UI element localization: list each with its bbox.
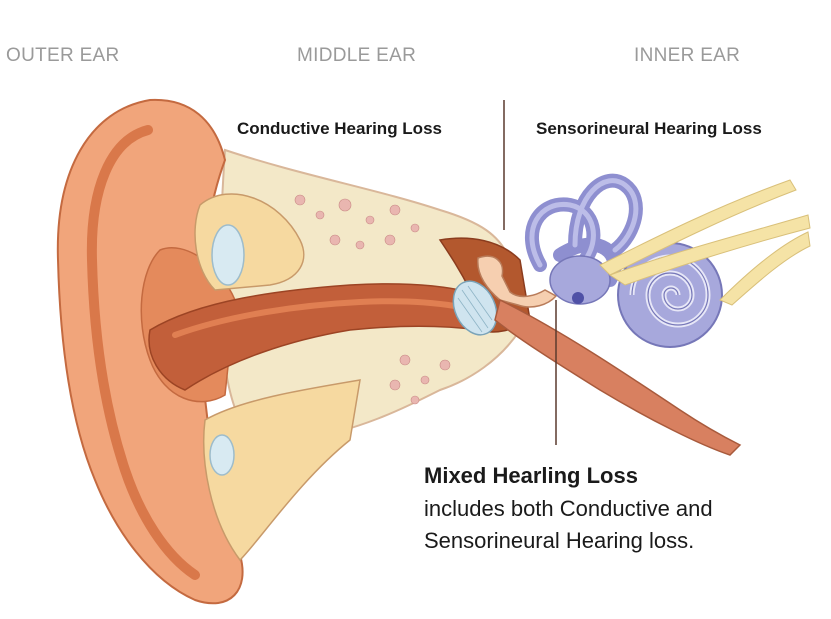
ear-canal-highlight (172, 298, 458, 338)
cartilage-lower (203, 379, 361, 562)
auditory-nerve (599, 179, 811, 306)
label-conductive-hearing-loss: Conductive Hearing Loss (237, 119, 442, 138)
pinna-helix-inner (86, 125, 200, 580)
mixed-hearing-loss-title: Mixed Hearling Loss (424, 463, 638, 488)
eardrum (452, 280, 498, 336)
region-label-outer-ear: OUTER EAR (6, 45, 120, 66)
region-label-middle-ear: MIDDLE EAR (297, 45, 417, 66)
cartilage-pocket-lower (209, 434, 235, 476)
eardrum-lines (457, 285, 493, 333)
vestibule (549, 255, 611, 305)
region-label-inner-ear: INNER EAR (634, 45, 741, 66)
ear-canal (148, 283, 482, 391)
bone-speckles (294, 194, 451, 405)
cartilage-pocket-upper (211, 224, 245, 286)
label-sensorineural-hearing-loss: Sensorineural Hearing Loss (536, 119, 762, 138)
oval-window (572, 292, 584, 304)
ossicles (477, 255, 558, 308)
semicircular-canals-inner (529, 178, 639, 268)
mixed-hearing-loss-line-1: includes both Conductive and (424, 496, 713, 521)
mixed-hearing-loss-line-2: Sensorineural Hearing loss. (424, 528, 695, 553)
